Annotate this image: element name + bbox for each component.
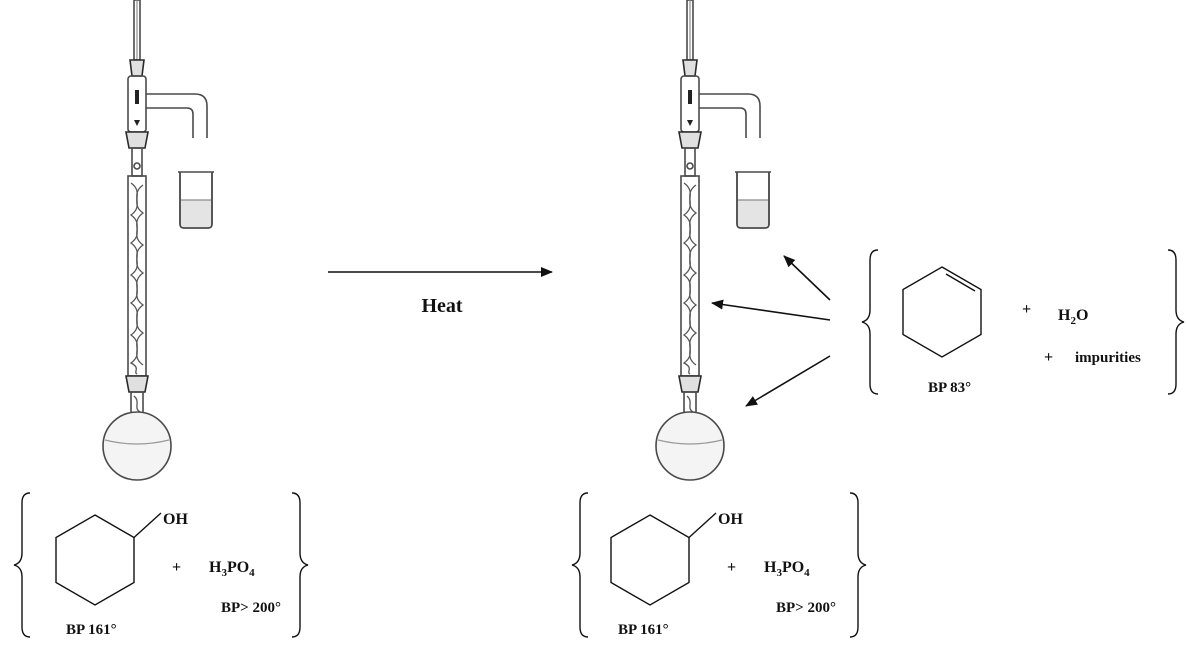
plus-acid-right: +	[727, 559, 736, 576]
cyclohexanol-structure-right	[610, 512, 717, 606]
vapor-arrow-beaker	[783, 255, 831, 301]
cyclohexanol-bp-left: BP 161°	[66, 622, 117, 638]
acid-formula-left: H3PO4	[209, 559, 255, 579]
cyclohexanol-structure-left	[55, 512, 162, 606]
vapor-arrow-column	[711, 299, 831, 321]
plus-water: +	[1022, 301, 1031, 318]
cyclohexanol-bp-right: BP 161°	[618, 622, 669, 638]
flask-contents-right: OH + H3PO4 BP> 200° BP 161°	[571, 492, 867, 638]
plus-impurities: +	[1044, 349, 1053, 366]
acid-bp-right: BP> 200°	[776, 600, 836, 616]
oh-label-left: OH	[163, 511, 188, 528]
cyclohexene-structure	[902, 266, 982, 358]
receiving-beaker-right	[734, 171, 772, 229]
oh-label-right: OH	[718, 511, 743, 528]
acid-bp-left: BP> 200°	[221, 600, 281, 616]
flask-contents-left: OH + H3PO4 BP> 200° BP 161°	[13, 492, 309, 638]
distillate-group: + H2O + impurities BP 83°	[861, 249, 1185, 396]
receiving-beaker-left	[177, 171, 215, 229]
impurities-label: impurities	[1075, 350, 1141, 366]
distillation-apparatus-left	[102, 0, 208, 481]
cyclohexene-bp: BP 83°	[928, 380, 971, 396]
distillation-apparatus-right	[655, 0, 761, 481]
water-formula: H2O	[1058, 307, 1088, 327]
plus-acid-left: +	[172, 559, 181, 576]
heat-label: Heat	[421, 295, 462, 317]
acid-formula-right: H3PO4	[764, 559, 810, 579]
vapor-arrow-flask	[745, 355, 831, 407]
